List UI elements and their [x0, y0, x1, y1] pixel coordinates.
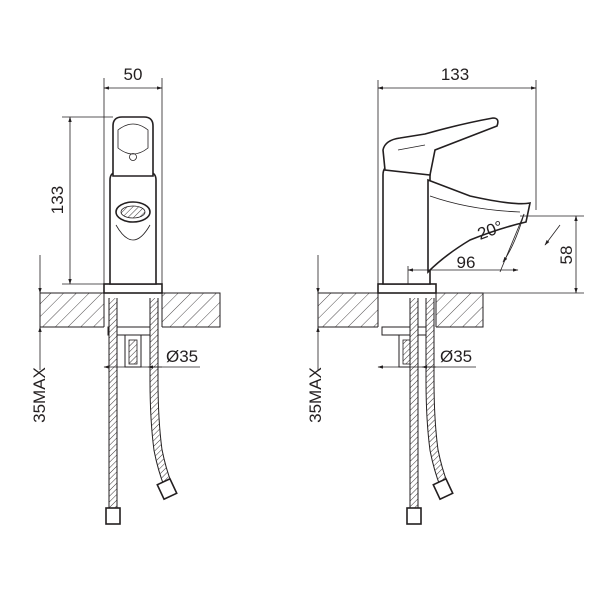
- side-hose-right: [425, 298, 454, 501]
- front-height-label: 133: [48, 186, 67, 214]
- side-view: 133 20° 96 58 35MAX Ø35: [306, 65, 584, 525]
- front-faucet-body: [103, 116, 163, 294]
- front-hose-right: [149, 298, 178, 501]
- side-hose-left: [406, 298, 422, 525]
- side-spout-height-dimension: 58: [436, 215, 584, 294]
- side-length-dimension: 133: [377, 65, 537, 284]
- front-thickness-dimension: 35MAX: [30, 255, 49, 423]
- front-hole-dimension: Ø35: [103, 347, 200, 369]
- side-thickness-dimension: 35MAX: [306, 255, 325, 423]
- front-width-dimension: 50: [103, 65, 163, 284]
- front-thickness-label: 35MAX: [30, 367, 49, 423]
- front-hole-label: Ø35: [166, 347, 198, 366]
- side-mounting-stud: [381, 326, 433, 368]
- side-reach-dimension: 96: [407, 253, 519, 284]
- side-countertop: [317, 290, 484, 330]
- side-length-label: 133: [441, 65, 469, 84]
- front-width-label: 50: [124, 65, 143, 84]
- side-hole-label: Ø35: [440, 347, 472, 366]
- side-spout-height-label: 58: [557, 246, 576, 265]
- side-faucet-body: [377, 117, 532, 294]
- front-height-dimension: 133: [48, 116, 113, 285]
- front-view: 50 133 35MAX Ø35: [30, 65, 221, 525]
- side-reach-label: 96: [457, 253, 476, 272]
- side-hole-dimension: Ø35: [377, 347, 476, 369]
- side-thickness-label: 35MAX: [306, 367, 325, 423]
- front-countertop: [39, 290, 221, 330]
- front-hose-left: [105, 298, 121, 525]
